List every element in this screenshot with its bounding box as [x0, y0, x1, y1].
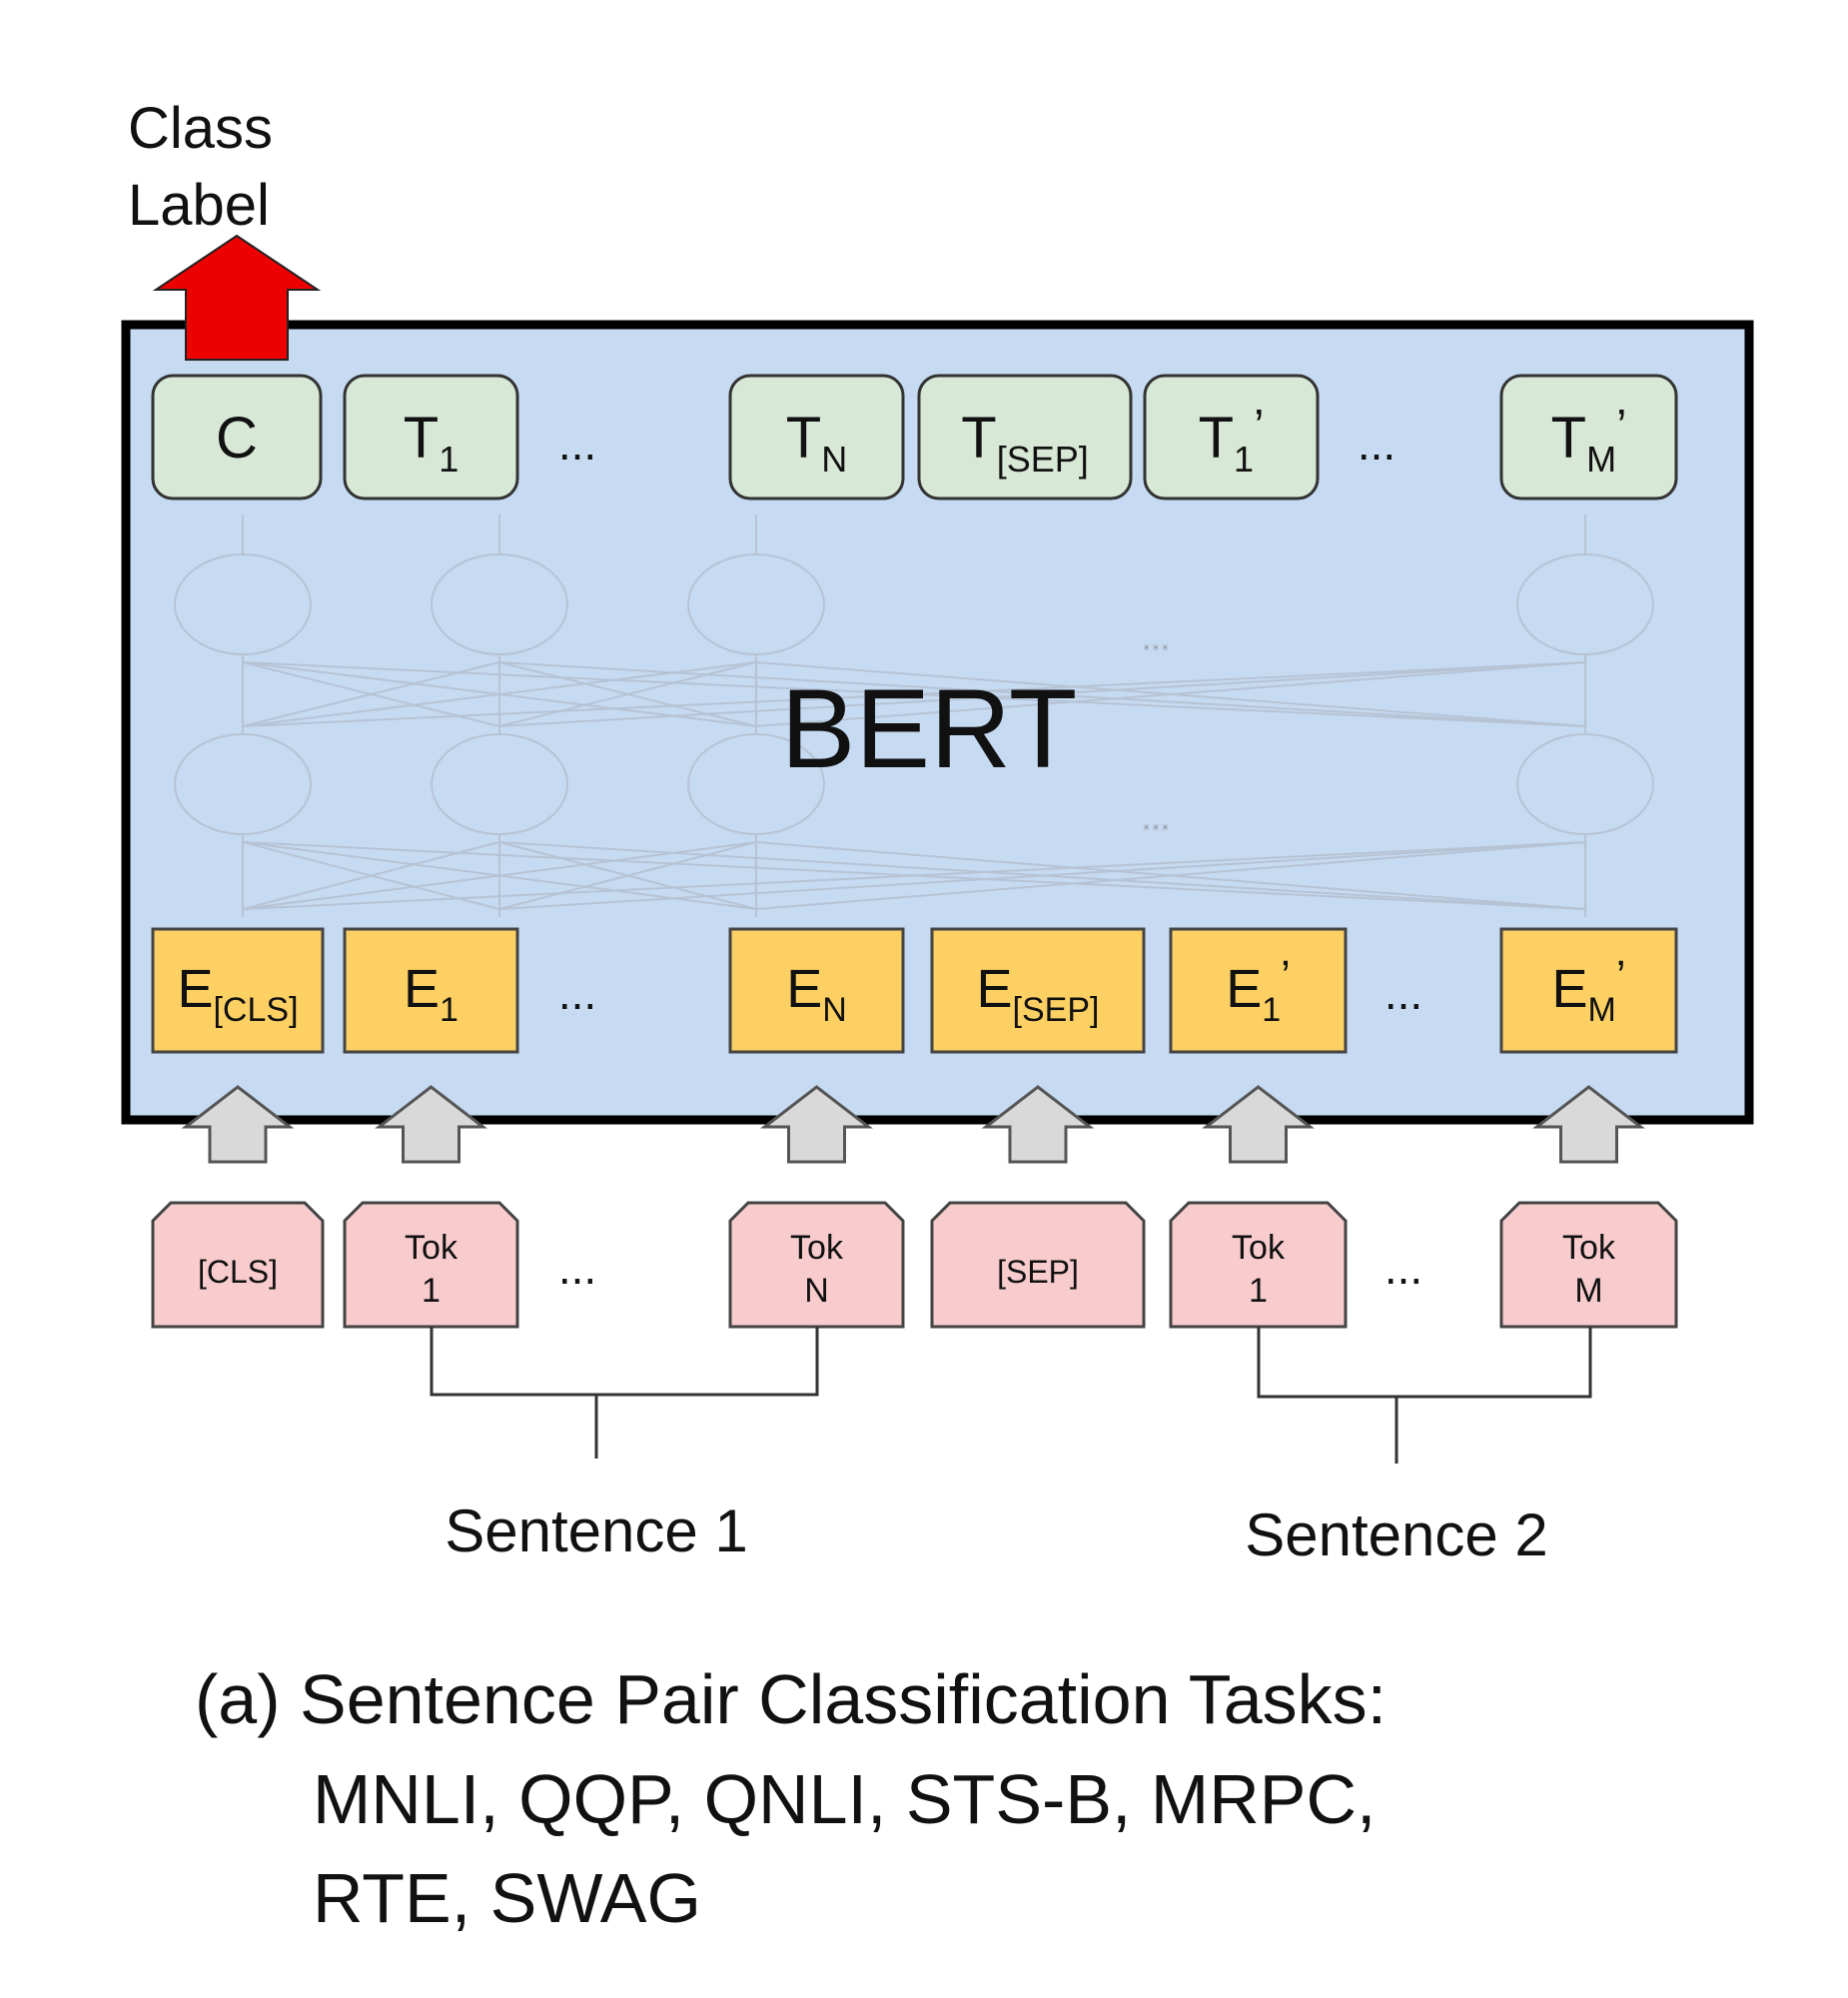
input-token-box — [930, 1201, 1146, 1329]
embedding-label: EM’ — [1552, 953, 1626, 1029]
input-token-label-line-1: 1 — [1249, 1272, 1268, 1310]
embedding-4: E1’ — [1169, 927, 1348, 1054]
input-token-label-line-0: Tok — [790, 1229, 844, 1267]
embedding-label: E1 — [404, 959, 459, 1029]
embedding-box — [930, 927, 1146, 1054]
input-arrow-3 — [981, 1085, 1095, 1164]
sentence-2-bracket — [1257, 1327, 1592, 1399]
input-token-label-line-1: M — [1574, 1272, 1602, 1310]
embedding-box — [151, 927, 325, 1054]
input-token-box — [1499, 1201, 1678, 1329]
input-arrow-4 — [1202, 1085, 1315, 1164]
input-ellipsis-1: ... — [558, 1242, 596, 1294]
caption-line-3: RTE, SWAG — [313, 1859, 701, 1937]
class-label-line-1: Class — [128, 96, 273, 161]
bert-label: BERT — [781, 666, 1078, 791]
input-token-box — [1169, 1201, 1348, 1329]
output-token-box — [917, 374, 1133, 500]
input-arrow-5 — [1532, 1085, 1645, 1164]
input-arrow-2 — [760, 1085, 873, 1164]
class-label-line-2: Label — [128, 173, 270, 238]
input-token-box — [343, 1201, 519, 1329]
output-token-5: TM’ — [1499, 374, 1678, 500]
transformer-network-lines: ...... — [174, 514, 1654, 917]
output-token-label: TN — [786, 406, 847, 480]
output-token-2: TN — [728, 374, 905, 500]
output-token-label: T[SEP] — [961, 406, 1088, 480]
input-token-0: [CLS] — [151, 1201, 325, 1329]
embedding-label: E[SEP] — [977, 959, 1100, 1029]
output-token-3: T[SEP] — [917, 374, 1133, 500]
sentence-1-bracket — [430, 1327, 819, 1397]
caption-line-1: (a) Sentence Pair Classification Tasks: — [195, 1660, 1386, 1738]
embedding-row: E[CLS] E1 EN E[SEP] E1’ EM’ — [151, 927, 1678, 1054]
output-token-box — [151, 374, 323, 500]
output-token-box — [343, 374, 519, 500]
svg-text:...: ... — [1142, 799, 1170, 837]
output-ellipsis-1: ... — [558, 418, 596, 470]
output-ellipsis-2: ... — [1358, 418, 1395, 470]
output-token-label: TM’ — [1551, 400, 1627, 480]
input-arrow-1 — [375, 1085, 487, 1164]
output-token-label: C — [216, 406, 258, 471]
embedding-label: E[CLS] — [177, 959, 298, 1029]
output-token-0: C — [151, 374, 323, 500]
embedding-3: E[SEP] — [930, 927, 1146, 1054]
input-ellipsis-2: ... — [1385, 1242, 1422, 1294]
input-token-label-line-0: Tok — [1232, 1229, 1286, 1267]
embedding-box — [1169, 927, 1348, 1054]
embedding-box — [728, 927, 905, 1054]
embedding-1: E1 — [343, 927, 519, 1054]
input-arrows — [181, 1085, 1645, 1164]
embedding-2: EN — [728, 927, 905, 1054]
embedding-label: EN — [786, 959, 847, 1029]
input-token-1: Tok 1 — [343, 1201, 519, 1329]
caption-line-2: MNLI, QQP, QNLI, STS-B, MRPC, — [313, 1760, 1376, 1838]
input-token-label-line-1: N — [804, 1272, 829, 1310]
embedding-ellipsis-1: ... — [558, 967, 596, 1019]
embedding-box — [1499, 927, 1678, 1054]
sentence-brackets — [430, 1327, 1592, 1464]
output-token-box — [728, 374, 905, 500]
input-token-label: [SEP] — [997, 1254, 1079, 1290]
input-token-3: [SEP] — [930, 1201, 1146, 1329]
class-output-arrow — [152, 234, 322, 361]
output-token-4: T1’ — [1143, 374, 1320, 500]
embedding-5: EM’ — [1499, 927, 1678, 1054]
embedding-ellipsis-2: ... — [1385, 967, 1422, 1019]
input-token-box — [728, 1201, 905, 1329]
input-token-label-line-0: Tok — [405, 1229, 459, 1267]
output-token-box — [1499, 374, 1678, 500]
input-token-4: Tok 1 — [1169, 1201, 1348, 1329]
sentence-1-label: Sentence 1 — [445, 1498, 748, 1564]
input-token-label: [CLS] — [198, 1254, 278, 1290]
output-token-row: C T1 TN T[SEP] T1’ TM’ — [151, 374, 1678, 500]
embedding-label: E1’ — [1226, 953, 1291, 1029]
embedding-box — [343, 927, 519, 1054]
output-token-label: T1’ — [1199, 400, 1265, 480]
embedding-0: E[CLS] — [151, 927, 325, 1054]
output-token-label: T1 — [404, 406, 459, 480]
input-token-label-line-0: Tok — [1562, 1229, 1616, 1267]
output-token-1: T1 — [343, 374, 519, 500]
input-token-box — [151, 1201, 325, 1329]
output-token-box — [1143, 374, 1320, 500]
sentence-2-label: Sentence 2 — [1245, 1501, 1548, 1568]
input-arrow-0 — [181, 1085, 295, 1164]
svg-text:...: ... — [1142, 619, 1170, 657]
input-token-label-line-1: 1 — [422, 1272, 441, 1310]
